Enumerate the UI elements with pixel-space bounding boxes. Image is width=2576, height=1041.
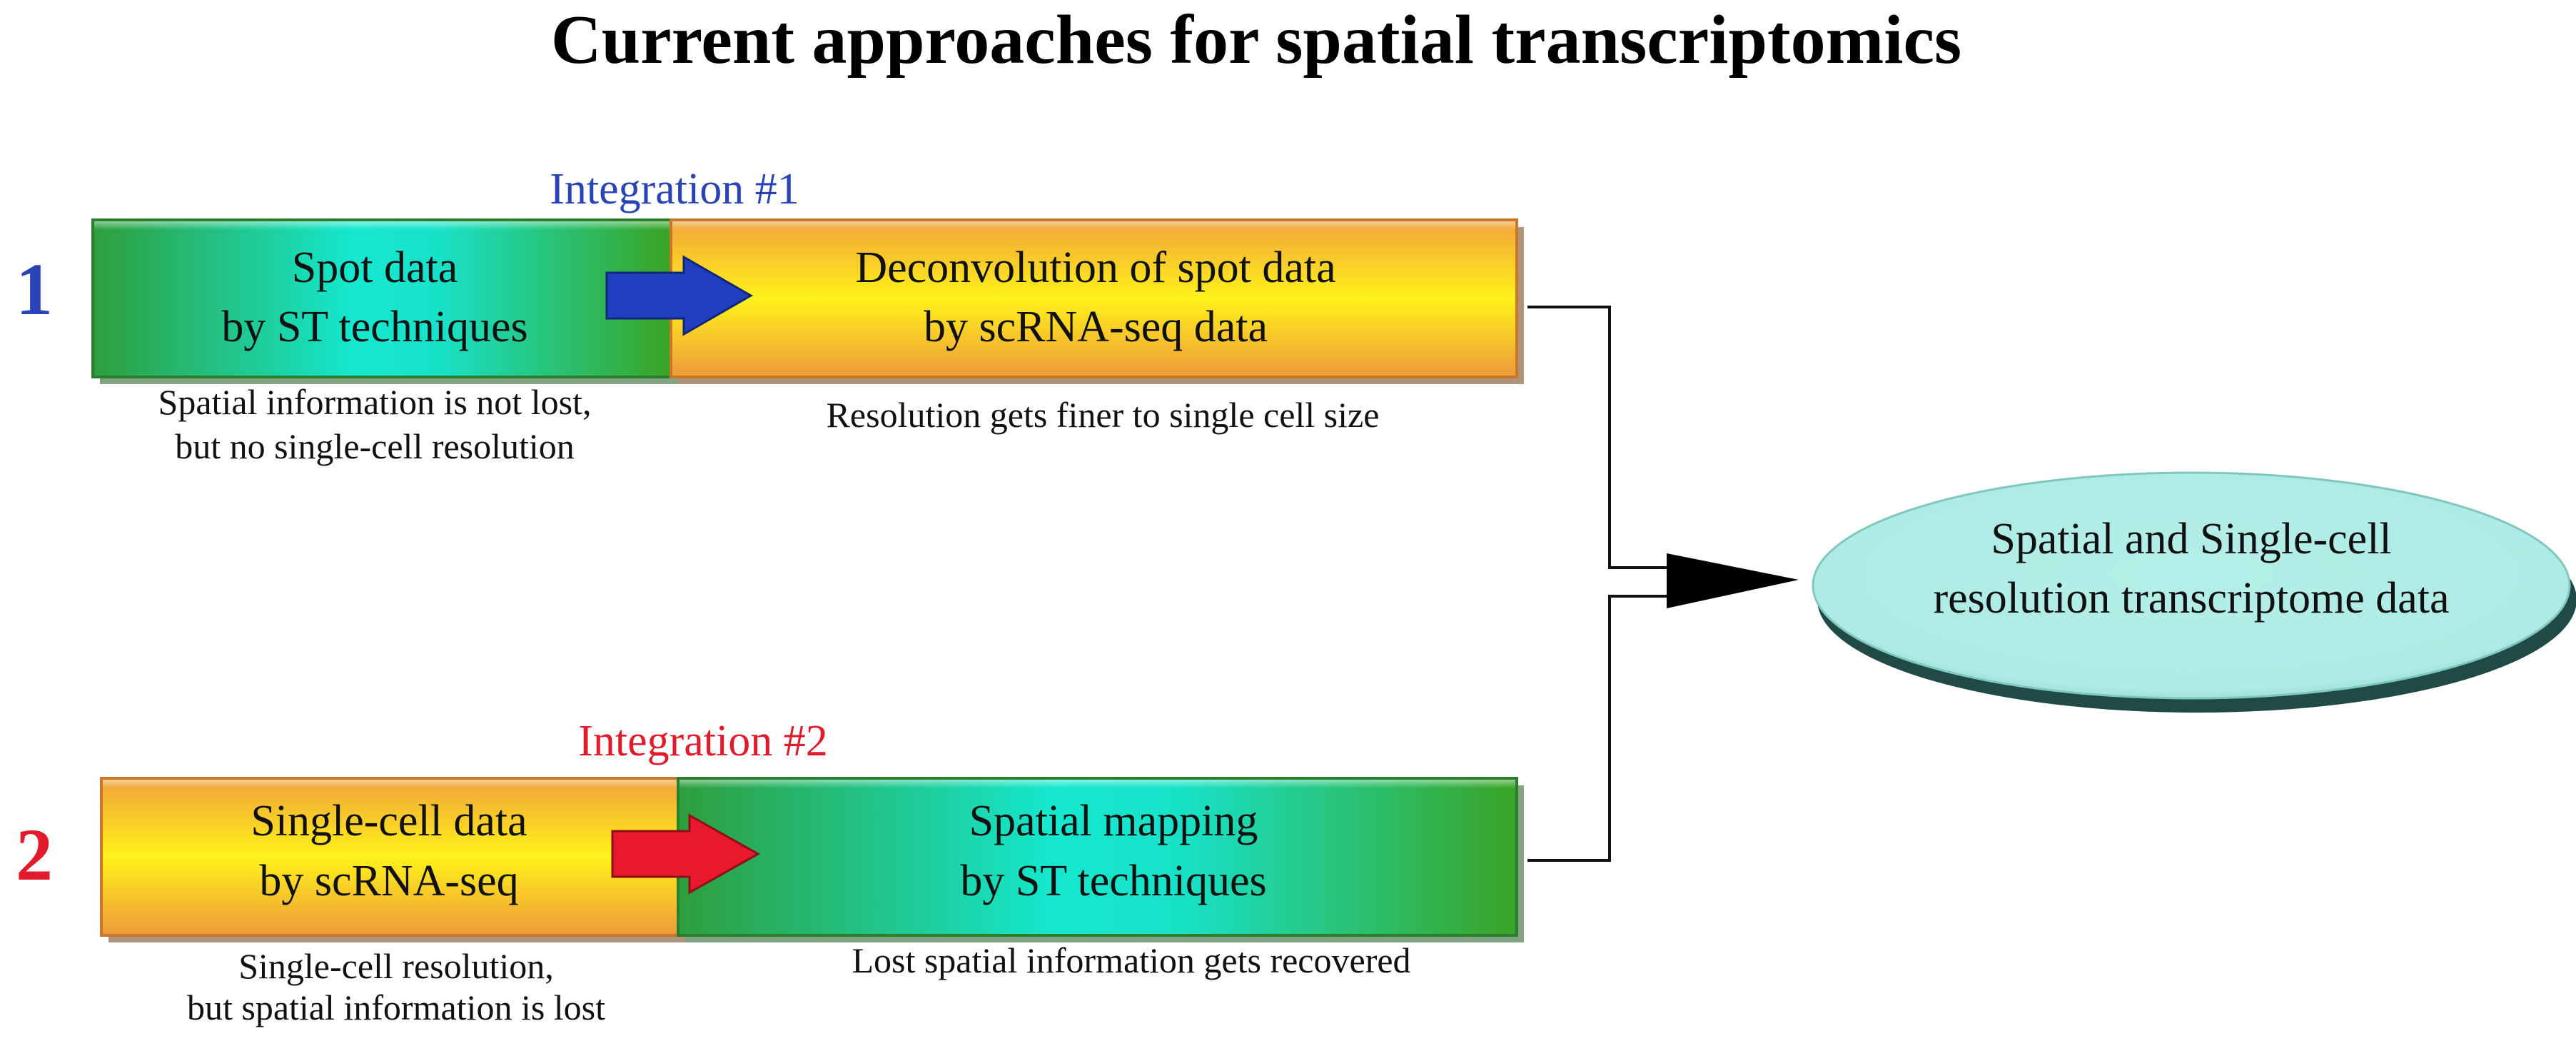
connector-lines <box>1527 306 1674 862</box>
spot-data-caption-line1: Spatial information is not lost, <box>158 382 592 422</box>
spatial-mapping-box-line1: Spatial mapping <box>969 797 1258 845</box>
spot-data-box: Spot data by ST techniques <box>91 218 678 384</box>
integration-arrow-2 <box>611 813 761 895</box>
deconvolution-box: Deconvolution of spot data by scRNA-seq … <box>670 218 1524 384</box>
connector-from-row-1 <box>1527 306 1674 569</box>
integration-arrow-1 <box>605 255 754 336</box>
row-number-2: 2 <box>16 814 53 896</box>
spatial-mapping-caption: Lost spatial information gets recovered <box>852 940 1410 980</box>
row-number-1: 1 <box>16 248 53 331</box>
single-cell-data-box-line1: Single-cell data <box>251 797 527 845</box>
deconvolution-caption: Resolution gets finer to single cell siz… <box>827 395 1380 435</box>
spatial-mapping-box-line2: by ST techniques <box>960 857 1266 905</box>
spot-data-box-line2: by ST techniques <box>221 303 527 351</box>
spatial-mapping-box: Spatial mapping by ST techniques <box>677 777 1524 942</box>
deconvolution-box-line1: Deconvolution of spot data <box>855 243 1335 292</box>
single-cell-caption-line1: Single-cell resolution, <box>238 946 554 986</box>
connector-from-row-2 <box>1527 595 1674 862</box>
result-line1: Spatial and Single-cell <box>1991 515 2391 563</box>
single-cell-data-box: Single-cell data by scRNA-seq <box>100 777 685 942</box>
spot-data-box-line1: Spot data <box>292 243 458 292</box>
merge-arrowhead <box>1667 553 1799 608</box>
single-cell-data-box-line2: by scRNA-seq <box>259 857 518 905</box>
integration-label-1: Integration #1 <box>550 165 799 213</box>
integration-label-2: Integration #2 <box>578 717 828 765</box>
result-line2: resolution transcriptome data <box>1933 574 2449 623</box>
spot-data-caption-line2: but no single-cell resolution <box>175 426 575 466</box>
page-title: Current approaches for spatial transcrip… <box>551 1 1961 79</box>
row-1: 1 Integration #1 Spot data by ST techniq… <box>16 165 1524 466</box>
single-cell-caption-line2: but spatial information is lost <box>187 987 605 1027</box>
row-2: 2 Integration #2 Single-cell data by scR… <box>16 717 1524 1027</box>
deconvolution-box-line2: by scRNA-seq data <box>924 303 1268 351</box>
result-ellipse: Spatial and Single-cell resolution trans… <box>1812 471 2576 713</box>
